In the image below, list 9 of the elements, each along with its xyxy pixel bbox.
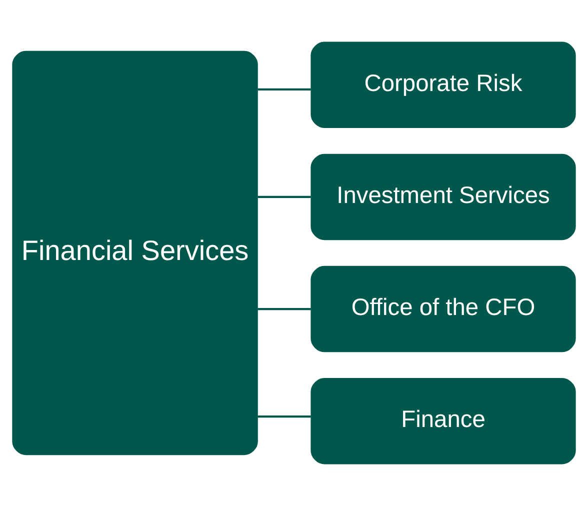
node-box: Financial Services [12, 50, 258, 455]
connector [258, 414, 311, 418]
connector [258, 195, 311, 198]
connector [258, 307, 311, 310]
node-box: Finance [310, 378, 576, 464]
node-box: Corporate Risk [310, 41, 576, 128]
node-box: Office of the CFO [310, 265, 576, 352]
node-box: Investment Services [310, 153, 576, 240]
connector [258, 88, 311, 90]
